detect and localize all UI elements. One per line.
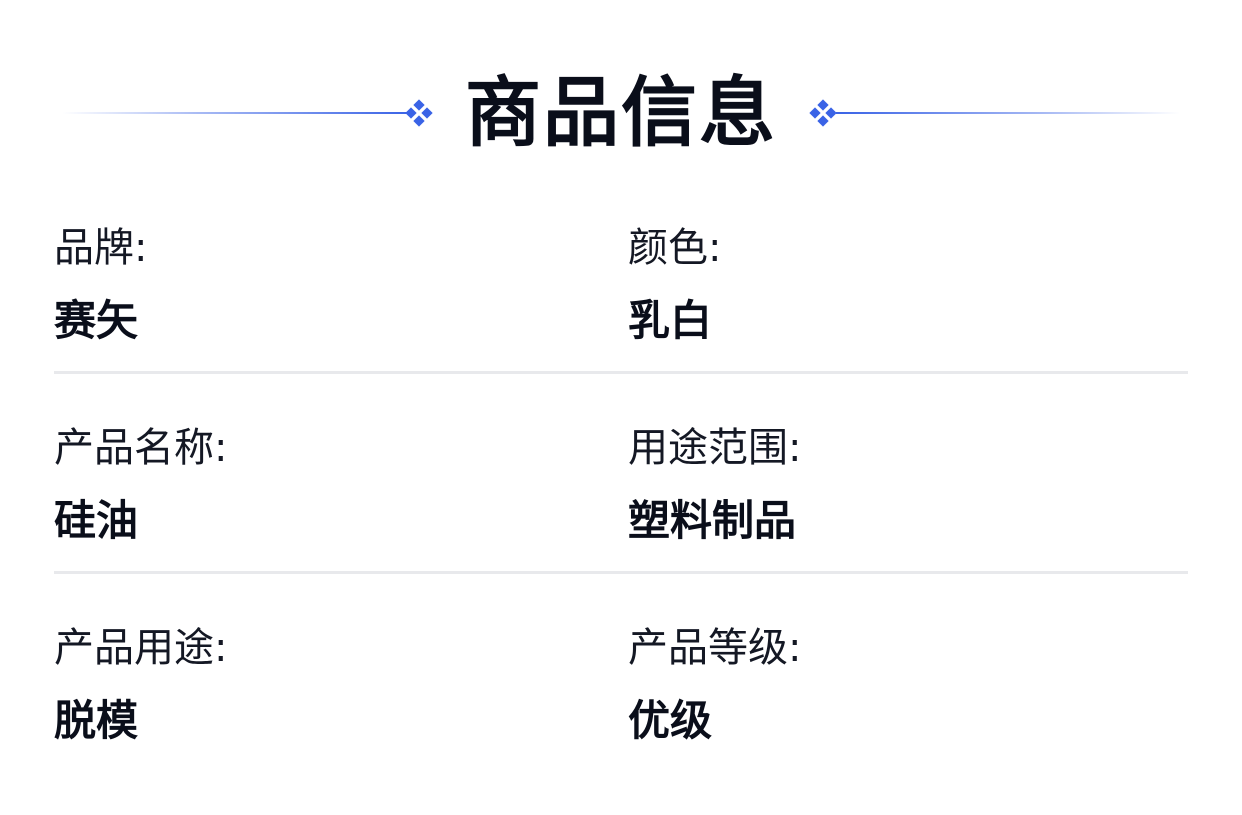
attribute-value: 脱模	[54, 696, 139, 745]
attribute-value: 赛矢	[54, 296, 139, 345]
attribute-label: 产品用途:	[54, 625, 228, 671]
diamond-ornament-right-icon	[808, 98, 838, 128]
attribute-label: 产品名称:	[54, 425, 228, 471]
attribute-row: 产品名称: 硅油 用途范围: 塑料制品	[54, 395, 1188, 595]
attribute-value: 硅油	[54, 496, 139, 545]
header-line-left	[62, 112, 410, 114]
attribute-row: 品牌: 赛矢 颜色: 乳白	[54, 195, 1188, 395]
header-line-right	[836, 112, 1180, 114]
attribute-label: 颜色:	[628, 225, 722, 271]
attribute-row: 产品用途: 脱模 产品等级: 优级	[54, 595, 1188, 795]
product-attributes: 品牌: 赛矢 颜色: 乳白 产品名称: 硅油 用途范围: 塑料制品 产品用途: …	[54, 195, 1188, 795]
attribute-value: 塑料制品	[628, 496, 797, 545]
attribute-label: 用途范围:	[628, 425, 802, 471]
attribute-label: 产品等级:	[628, 625, 802, 671]
attribute-value: 乳白	[628, 296, 713, 345]
section-header: 商品信息	[0, 60, 1242, 170]
attribute-label: 品牌:	[54, 225, 148, 271]
section-title: 商品信息	[465, 68, 777, 157]
attribute-value: 优级	[628, 696, 713, 745]
